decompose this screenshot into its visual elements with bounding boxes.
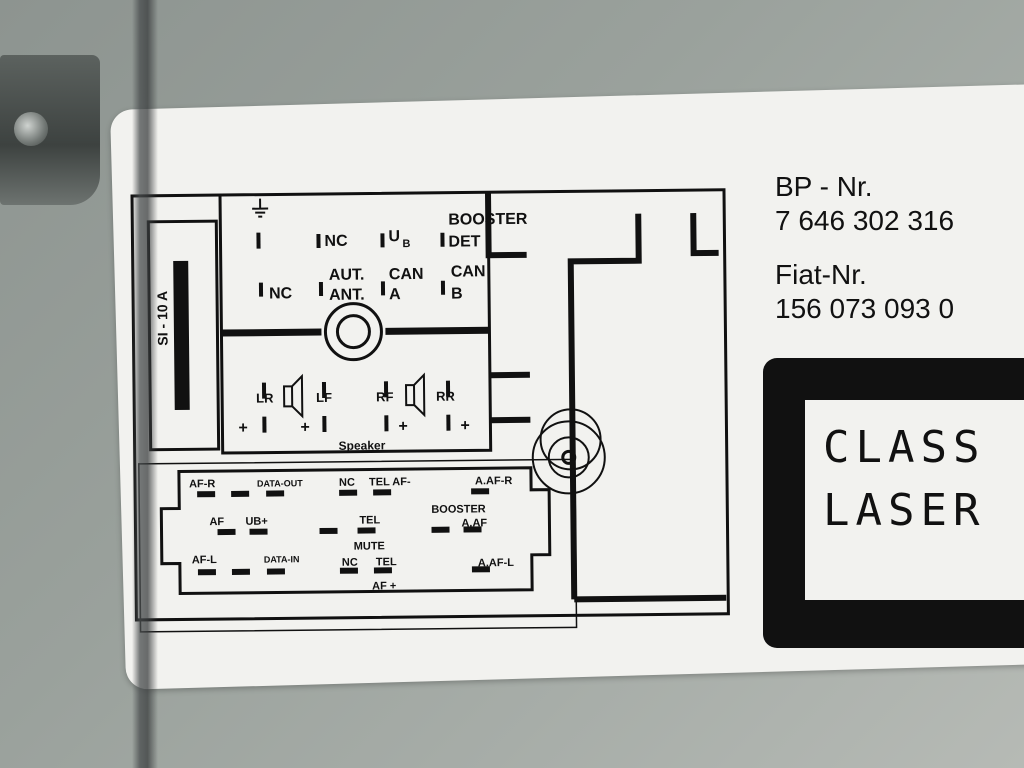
label-af: AF	[209, 516, 224, 528]
label-ub: U	[388, 228, 400, 245]
label-af-plus: AF +	[372, 580, 396, 592]
part-number-block: BP - Nr. 7 646 302 316 Fiat-Nr. 156 073 …	[775, 170, 954, 326]
label-speaker: Speaker	[339, 438, 386, 452]
fiat-label: Fiat-Nr.	[775, 259, 867, 290]
label-nc-b1: NC	[339, 477, 355, 489]
plus-lr: +	[238, 420, 248, 437]
bp-label: BP - Nr.	[775, 171, 873, 202]
label-a-af-l: A.AF-L	[478, 557, 514, 569]
bp-number: 7 646 302 316	[775, 205, 955, 236]
label-a-af-r: A.AF-R	[475, 475, 512, 487]
bolt-head	[14, 112, 48, 146]
label-ant: ANT.	[329, 287, 365, 304]
label-can-a: CAN	[389, 266, 424, 283]
mount-hole	[531, 420, 606, 495]
label-can-b-sub: B	[451, 286, 463, 303]
speaker-right-icon	[404, 372, 426, 418]
ground-icon	[252, 198, 269, 218]
laser-class-box: CLASS LASER	[763, 358, 1024, 648]
label-tel-2: TEL	[376, 556, 397, 568]
label-can-b: CAN	[451, 263, 486, 280]
label-can-a-sub: A	[389, 286, 401, 303]
plus-lf: +	[300, 419, 310, 436]
fuse-symbol	[173, 260, 190, 411]
antenna-socket	[323, 302, 383, 362]
plus-rr: +	[460, 417, 470, 434]
label-aut: AUT.	[329, 267, 365, 284]
label-tel-af-minus: TEL AF-	[369, 476, 411, 488]
label-ub-plus: UB+	[245, 516, 267, 528]
connector-b-housing	[159, 466, 552, 596]
fuse-label: SI - 10 A	[154, 291, 171, 346]
laser-line-2: LASER	[823, 485, 986, 536]
label-nc-2: NC	[269, 285, 293, 302]
label-det: DET	[448, 233, 480, 250]
label-mute: MUTE	[354, 540, 385, 552]
label-a-af: A.AF	[461, 517, 487, 529]
label-rf: RF	[376, 389, 394, 404]
label-booster-b: BOOSTER	[431, 503, 486, 516]
fiat-number: 156 073 093 0	[775, 293, 955, 324]
label-af-r: AF-R	[189, 478, 215, 490]
label-lf: LF	[316, 390, 332, 405]
pencil-mark	[132, 0, 158, 768]
plus-rf: +	[398, 418, 408, 435]
label-tel-1: TEL	[359, 514, 380, 526]
label-lr: LR	[256, 390, 274, 405]
label-rr: RR	[436, 389, 456, 404]
laser-line-1: CLASS	[823, 422, 986, 473]
label-ub-sub: B	[402, 238, 410, 250]
label-nc-1: NC	[324, 233, 348, 250]
label-data-out: DATA-OUT	[257, 478, 303, 488]
label-nc-b2: NC	[342, 557, 358, 569]
speaker-left-icon	[283, 373, 304, 419]
label-data-in: DATA-IN	[264, 554, 300, 564]
label-booster: BOOSTER	[448, 211, 528, 229]
label-af-l: AF-L	[192, 554, 217, 566]
